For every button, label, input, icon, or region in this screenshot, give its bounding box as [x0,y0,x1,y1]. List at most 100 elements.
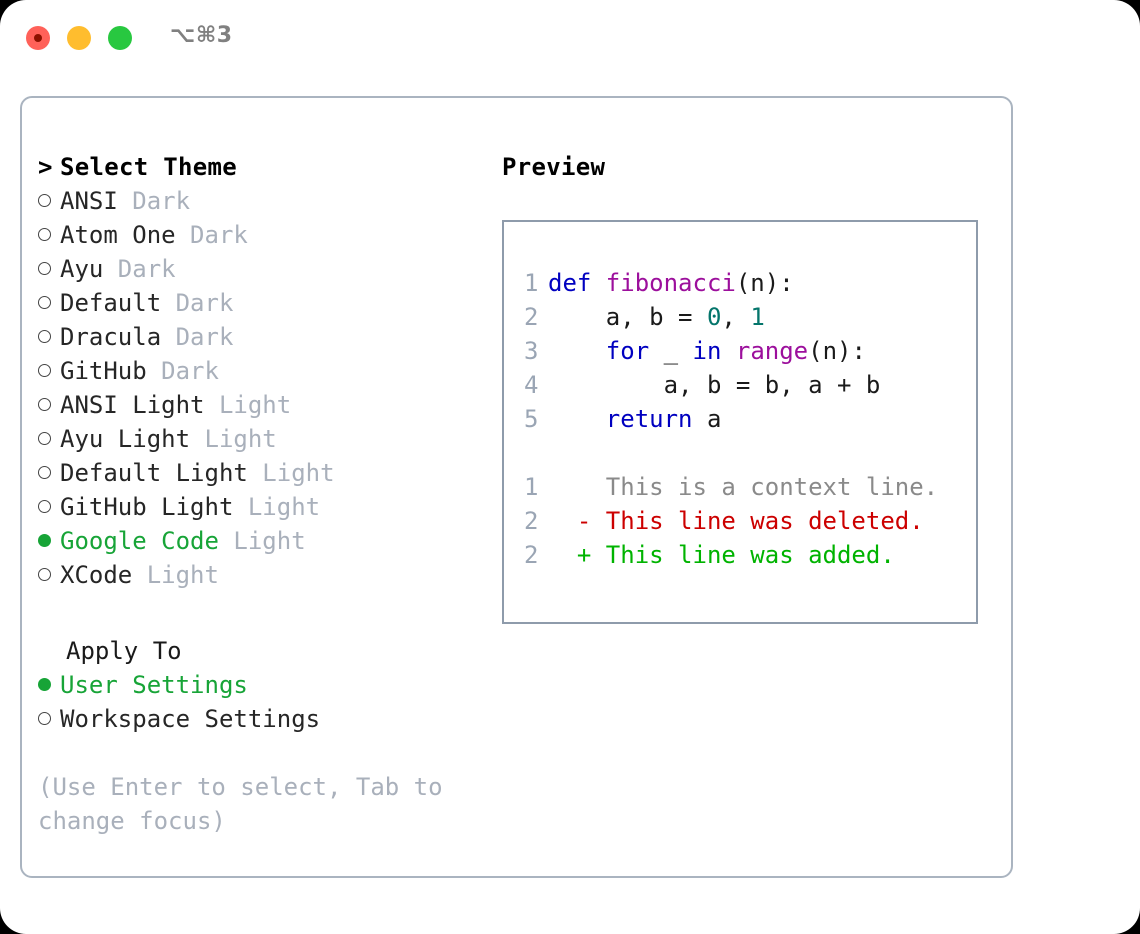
code-line: 3 for _ in range(n): [524,334,976,368]
theme-option-name: GitHub [60,357,147,385]
radio-dot [38,678,51,691]
theme-option-name: Default Light [60,459,248,487]
theme-option-name: Ayu [60,255,104,283]
radio-dot [38,296,51,309]
diff-line: 1 This is a context line. [524,470,976,504]
theme-option-name: Default [60,289,162,317]
code-token: _ [649,337,693,365]
theme-option-row[interactable]: Atom One Dark [38,218,488,252]
theme-option-name: Dracula [60,323,162,351]
theme-option-row[interactable]: Ayu Light Light [38,422,488,456]
keyboard-hint-text: (Use Enter to select, Tab to change focu… [38,770,458,838]
radio-selected-icon[interactable] [38,668,60,702]
theme-option-tag: Dark [161,289,234,317]
theme-option-row[interactable]: ANSI Light Light [38,388,488,422]
theme-option-tag: Dark [161,323,234,351]
line-number: 2 [524,541,539,569]
theme-option-row[interactable]: GitHub Light Light [38,490,488,524]
code-token: a, b = [548,303,707,331]
preview-title: Preview [502,153,606,181]
theme-option-tag: Light [247,459,335,487]
line-number: 3 [524,337,539,365]
theme-option-tag: Light [190,425,277,453]
code-token: fibonacci [605,269,736,297]
radio-unselected-icon[interactable] [38,490,60,524]
radio-unselected-icon[interactable] [38,558,60,592]
radio-unselected-icon[interactable] [38,218,60,252]
theme-option-name: Atom One [60,221,176,249]
theme-option-name: Google Code [60,527,219,555]
line-number: 2 [524,507,539,535]
theme-option-row[interactable]: ANSI Dark [38,184,488,218]
code-token: range [735,337,809,365]
theme-option-row[interactable]: XCode Light [38,558,488,592]
theme-option-row[interactable]: Ayu Dark [38,252,488,286]
close-window-icon[interactable] [26,26,50,50]
radio-unselected-icon[interactable] [38,702,60,736]
theme-option-tag: Dark [103,255,176,283]
theme-option-row[interactable]: Default Dark [38,286,488,320]
line-number: 4 [524,371,539,399]
code-token: in [692,337,722,365]
apply-to-option-name: Workspace Settings [60,705,321,733]
minimize-window-icon[interactable] [67,26,91,50]
radio-dot [38,364,51,377]
theme-option-row[interactable]: Google Code Light [38,524,488,558]
radio-unselected-icon[interactable] [38,422,60,456]
prompt-caret-icon: > [38,153,53,181]
traffic-light-buttons [26,26,132,50]
theme-option-tag: Dark [146,357,219,385]
radio-dot [38,228,51,241]
radio-dot [38,534,51,547]
radio-selected-icon[interactable] [38,524,60,558]
code-line: 2 a, b = 0, 1 [524,300,976,334]
line-number: 5 [524,405,539,433]
diff-line-text: - This line was deleted. [548,507,924,535]
radio-unselected-icon[interactable] [38,252,60,286]
radio-unselected-icon[interactable] [38,354,60,388]
code-token [548,405,606,433]
title-bar: ⌥⌘3 [0,0,1140,78]
code-token: (n): [808,337,866,365]
radio-unselected-icon[interactable] [38,456,60,490]
radio-unselected-icon[interactable] [38,184,60,218]
radio-dot [38,568,51,581]
theme-option-row[interactable]: Dracula Dark [38,320,488,354]
code-diff-separator [524,436,976,470]
apply-to-option-name: User Settings [60,671,248,699]
keyboard-shortcut-label: ⌥⌘3 [170,23,233,48]
theme-option-name: ANSI Light [60,391,205,419]
diff-line-text: + This line was added. [548,541,895,569]
radio-dot [38,712,51,725]
apply-to-option-row[interactable]: User Settings [38,668,488,702]
code-token: for [605,337,650,365]
theme-option-tag: Light [132,561,219,589]
radio-unselected-icon[interactable] [38,388,60,422]
code-token: return [605,405,693,433]
select-theme-heading-label: Select Theme [60,153,237,181]
diff-line-text: This is a context line. [548,473,939,501]
code-token: 1 [750,303,765,331]
radio-dot [38,194,51,207]
theme-option-row[interactable]: Default Light Light [38,456,488,490]
radio-unselected-icon[interactable] [38,286,60,320]
theme-option-row[interactable]: GitHub Dark [38,354,488,388]
line-number: 1 [524,269,539,297]
theme-option-tag: Dark [175,221,248,249]
theme-option-tag: Light [233,493,321,521]
code-token [548,337,606,365]
radio-unselected-icon[interactable] [38,320,60,354]
maximize-window-icon[interactable] [108,26,132,50]
line-number: 2 [524,303,539,331]
code-line: 5 return a [524,402,976,436]
code-line: 4 a, b = b, a + b [524,368,976,402]
radio-dot [38,262,51,275]
apply-to-option-row[interactable]: Workspace Settings [38,702,488,736]
